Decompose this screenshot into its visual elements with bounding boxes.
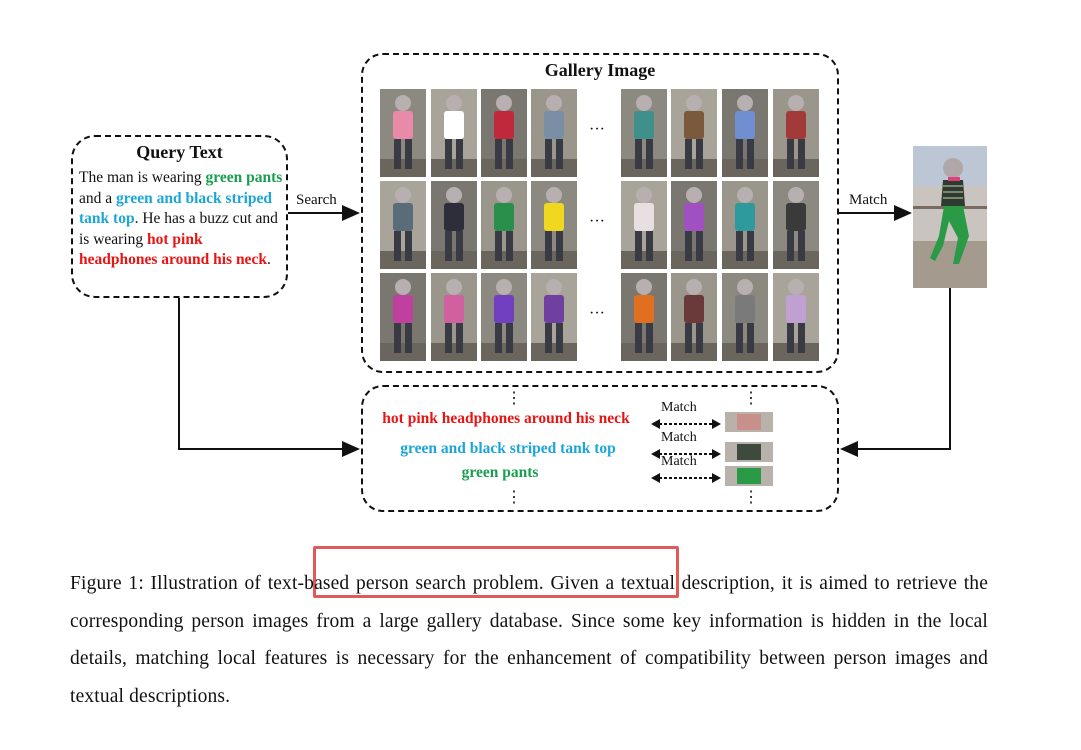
local-match-arrow xyxy=(651,473,721,483)
gallery-image-box xyxy=(361,53,839,373)
query-text-body: The man is wearing green pants and a gre… xyxy=(79,168,283,271)
local-match-arrow xyxy=(651,419,721,429)
gallery-person-image xyxy=(380,89,426,177)
query-text-segment: green pants xyxy=(205,169,283,186)
gallery-person-image xyxy=(671,89,717,177)
query-text-segment: . He has a buzz cut and is wearing xyxy=(79,210,278,248)
local-image-patch xyxy=(725,442,773,462)
gallery-person-image xyxy=(773,181,819,269)
local-match-label: Match xyxy=(661,430,697,445)
gallery-ellipsis: ··· xyxy=(589,213,605,230)
gallery-person-image xyxy=(531,273,577,361)
vertical-ellipsis: ⋮ xyxy=(506,489,522,506)
gallery-person-image xyxy=(431,89,477,177)
figure-caption: Figure 1: Illustration of text-based per… xyxy=(70,565,988,715)
gallery-person-image xyxy=(431,273,477,361)
gallery-person-image xyxy=(531,181,577,269)
caption-body: Given a textual description, it is aimed… xyxy=(70,573,988,707)
gallery-person-image xyxy=(531,89,577,177)
result-to-local-arrow xyxy=(840,288,951,457)
query-text-segment: and a xyxy=(79,189,117,207)
gallery-person-image xyxy=(671,181,717,269)
query-text-box xyxy=(71,135,288,298)
caption-highlighted-text: text-based person search problem. xyxy=(267,573,544,594)
local-match-arrow xyxy=(651,449,721,459)
local-phrase: hot pink headphones around his neck xyxy=(382,410,630,427)
local-image-patch xyxy=(725,466,773,486)
result-person-image xyxy=(913,146,987,288)
gallery-person-image xyxy=(481,273,527,361)
local-phrase: green and black striped tank top xyxy=(400,440,616,457)
gallery-person-image xyxy=(671,273,717,361)
gallery-person-image xyxy=(621,89,667,177)
gallery-person-image xyxy=(481,89,527,177)
query-text-segment: . xyxy=(266,251,271,268)
caption-highlight-box xyxy=(313,546,679,598)
gallery-person-image xyxy=(722,181,768,269)
gallery-person-image xyxy=(431,181,477,269)
gallery-person-image xyxy=(621,273,667,361)
gallery-image-title: Gallery Image xyxy=(544,60,656,80)
gallery-person-image xyxy=(773,273,819,361)
query-text-segment: hot pink headphones around his neck xyxy=(79,230,267,269)
gallery-ellipsis: ··· xyxy=(589,121,605,138)
gallery-person-image xyxy=(380,181,426,269)
query-text-segment: green and black striped tank top xyxy=(79,189,273,228)
local-phrase: green pants xyxy=(461,464,539,481)
figure-arrows xyxy=(178,205,951,457)
vertical-ellipsis: ⋮ xyxy=(743,390,759,407)
gallery-person-image xyxy=(621,181,667,269)
gallery-ellipsis: ··· xyxy=(589,305,605,322)
vertical-ellipsis: ⋮ xyxy=(743,489,759,506)
caption-prefix: Figure 1: Illustration of xyxy=(70,573,268,594)
gallery-person-image xyxy=(722,89,768,177)
local-matching-box xyxy=(361,385,839,512)
match-label: Match xyxy=(849,192,888,208)
vertical-ellipsis: ⋮ xyxy=(506,390,522,407)
gallery-person-image xyxy=(773,89,819,177)
local-match-label: Match xyxy=(661,400,697,415)
local-image-patch xyxy=(725,412,773,432)
query-to-local-arrow xyxy=(178,298,360,457)
local-match-label: Match xyxy=(661,454,697,469)
gallery-person-image xyxy=(481,181,527,269)
search-label: Search xyxy=(296,192,337,208)
query-text-segment: The man is wearing xyxy=(79,169,206,186)
blurred-face xyxy=(943,158,963,178)
query-text-title: Query Text xyxy=(136,142,223,162)
gallery-person-image xyxy=(722,273,768,361)
gallery-person-image xyxy=(380,273,426,361)
